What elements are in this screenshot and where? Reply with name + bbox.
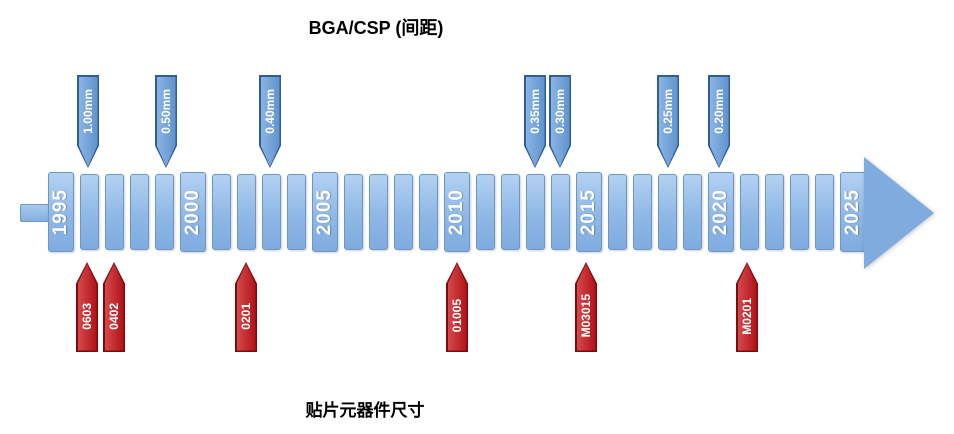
pitch-marker-body: 1.00mm (78, 76, 98, 167)
pitch-marker-label: 0.25mm (661, 89, 675, 134)
timeline-segment (394, 174, 413, 250)
timeline-segment (633, 174, 652, 250)
timeline-segment (369, 174, 388, 250)
timeline-year-segment: 2015 (576, 172, 602, 252)
size-marker-body: 0603 (77, 263, 97, 351)
timeline-year-segment: 2025 (840, 172, 866, 252)
timeline-segment (551, 174, 570, 250)
timeline-segment (765, 174, 784, 250)
timeline-year-segment: 1995 (48, 172, 74, 252)
timeline-segment (526, 174, 545, 250)
timeline-segment (683, 174, 702, 250)
timeline-segment (344, 174, 363, 250)
pitch-marker-body: 0.35mm (525, 76, 545, 167)
size-marker-label: M03015 (579, 294, 593, 338)
timeline-segment (262, 174, 281, 250)
timeline-arrowhead-icon (864, 157, 934, 269)
size-marker: 01005 (446, 262, 468, 352)
timeline-year-label: 2015 (578, 188, 599, 236)
size-marker-body: M0201 (737, 263, 757, 351)
pitch-marker-body: 0.20mm (709, 76, 729, 167)
timeline-segment (212, 174, 231, 250)
pitch-marker-label: 0.30mm (553, 89, 567, 134)
timeline-year-label: 1995 (50, 188, 71, 236)
size-marker-label: M0201 (740, 297, 754, 335)
timeline-segment (790, 174, 809, 250)
size-marker-label: 0201 (239, 302, 253, 330)
size-marker: M0201 (736, 262, 758, 352)
timeline-bar: 1995 2000 2005 2010 2015 2020 2025 (48, 172, 866, 252)
timeline-year-segment: 2000 (180, 172, 206, 252)
pitch-marker: 0.50mm (155, 75, 177, 168)
timeline-segment (815, 174, 834, 250)
pitch-marker-body: 0.40mm (260, 76, 280, 167)
pitch-marker-label: 0.20mm (712, 89, 726, 134)
timeline-segment (419, 174, 438, 250)
pitch-marker: 1.00mm (77, 75, 99, 168)
top-title: BGA/CSP (间距) (308, 18, 444, 38)
size-marker-label: 01005 (450, 299, 464, 333)
size-marker: 0201 (235, 262, 257, 352)
size-marker: 0603 (76, 262, 98, 352)
timeline-segment (740, 174, 759, 250)
size-marker-body: 01005 (447, 263, 467, 351)
pitch-marker-label: 1.00mm (81, 89, 95, 134)
timeline-segment (287, 174, 306, 250)
timeline-segment (476, 174, 495, 250)
pitch-marker-body: 0.25mm (658, 76, 678, 167)
timeline-year-label: 2010 (446, 188, 467, 236)
timeline-year-segment: 2005 (312, 172, 338, 252)
timeline-segment (608, 174, 627, 250)
timeline-year-label: 2020 (710, 188, 731, 236)
size-marker: 0402 (103, 262, 125, 352)
timeline-year-label: 2000 (182, 188, 203, 236)
timeline-segment (130, 174, 149, 250)
timeline-year-label: 2025 (842, 188, 863, 236)
size-marker-body: 0402 (104, 263, 124, 351)
pitch-marker: 0.25mm (657, 75, 679, 168)
bottom-title: 贴片元器件尺寸 (305, 401, 425, 420)
pitch-marker-label: 0.40mm (263, 89, 277, 134)
pitch-marker: 0.30mm (549, 75, 571, 168)
size-marker-body: 0201 (236, 263, 256, 351)
timeline-segment (237, 174, 256, 250)
pitch-marker-label: 0.50mm (159, 89, 173, 134)
size-marker-label: 0402 (107, 302, 121, 330)
timeline-segment (155, 174, 174, 250)
timeline-year-segment: 2010 (444, 172, 470, 252)
pitch-marker-label: 0.35mm (528, 89, 542, 134)
timeline-year-label: 2005 (314, 188, 335, 236)
timeline-year-segment: 2020 (708, 172, 734, 252)
pitch-marker-body: 0.50mm (156, 76, 176, 167)
pitch-marker: 0.35mm (524, 75, 546, 168)
pitch-marker: 0.40mm (259, 75, 281, 168)
timeline-segment (80, 174, 99, 250)
pitch-marker-body: 0.30mm (550, 76, 570, 167)
size-marker: M03015 (575, 262, 597, 352)
timeline-segment (658, 174, 677, 250)
timeline-segment (501, 174, 520, 250)
size-marker-body: M03015 (576, 263, 596, 351)
pitch-marker: 0.20mm (708, 75, 730, 168)
timeline-segment (105, 174, 124, 250)
size-marker-label: 0603 (80, 302, 94, 330)
